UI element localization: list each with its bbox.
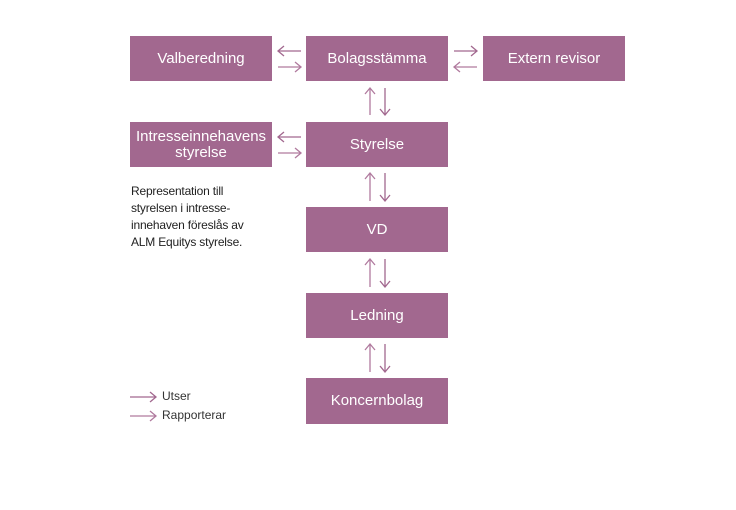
legend-label-appoints: Utser bbox=[162, 389, 191, 403]
arrow-valberedning-to-bolagsstamma bbox=[278, 61, 303, 73]
box-styrelse: Styrelse bbox=[306, 122, 448, 167]
arrow-extern-revisor-to-bolagsstamma bbox=[452, 61, 477, 73]
box-koncernbolag: Koncernbolag bbox=[306, 378, 448, 424]
arrow-down-ledning-koncernbolag bbox=[379, 344, 391, 374]
box-ledning: Ledning bbox=[306, 293, 448, 338]
label-intresseinnehavens-line1: Intresseinnehavens bbox=[135, 127, 267, 145]
label-vd: VD bbox=[366, 220, 388, 238]
arrow-bolagsstamma-to-extern-revisor bbox=[454, 45, 479, 57]
legend-arrow-reports bbox=[130, 410, 158, 422]
arrow-intresseinnehavens-to-styrelse bbox=[278, 147, 303, 159]
label-intresseinnehavens-line2: styrelse bbox=[175, 143, 227, 161]
label-koncernbolag: Koncernbolag bbox=[330, 392, 424, 409]
arrow-down-vd-ledning bbox=[379, 259, 391, 289]
label-styrelse: Styrelse bbox=[349, 135, 405, 153]
arrow-bolagsstamma-to-valberedning bbox=[276, 45, 301, 57]
box-extern-revisor: Extern revisor bbox=[483, 36, 625, 81]
box-vd: VD bbox=[306, 207, 448, 252]
box-bolagsstamma: Bolagsstämma bbox=[306, 36, 448, 81]
arrow-up-bolagsstamma-styrelse bbox=[364, 86, 376, 115]
label-ledning: Ledning bbox=[350, 306, 404, 324]
arrow-up-styrelse-vd bbox=[364, 171, 376, 201]
note-line-2: styrelsen i intresse- bbox=[131, 201, 231, 215]
legend-label-reports: Rapporterar bbox=[162, 408, 227, 422]
arrow-styrelse-to-intresseinnehavens bbox=[276, 131, 301, 143]
arrow-down-styrelse-vd bbox=[379, 173, 391, 203]
label-extern-revisor: Extern revisor bbox=[507, 49, 601, 67]
note-line-4: ALM Equitys styrelse. bbox=[131, 235, 243, 249]
box-intresseinnehavens-styrelse: Intresseinnehavens styrelse bbox=[130, 122, 272, 167]
label-bolagsstamma: Bolagsstämma bbox=[327, 49, 427, 67]
representation-note: Representation till styrelsen i intresse… bbox=[131, 183, 281, 251]
arrow-down-bolagsstamma-styrelse bbox=[379, 88, 391, 117]
legend-arrow-appoints bbox=[130, 391, 158, 403]
label-valberedning: Valberedning bbox=[157, 49, 245, 67]
arrow-up-ledning-koncernbolag bbox=[364, 342, 376, 372]
note-line-1: Representation till bbox=[131, 184, 224, 198]
box-valberedning: Valberedning bbox=[130, 36, 272, 81]
note-line-3: innehaven föreslås av bbox=[131, 218, 244, 232]
arrow-up-vd-ledning bbox=[364, 257, 376, 287]
